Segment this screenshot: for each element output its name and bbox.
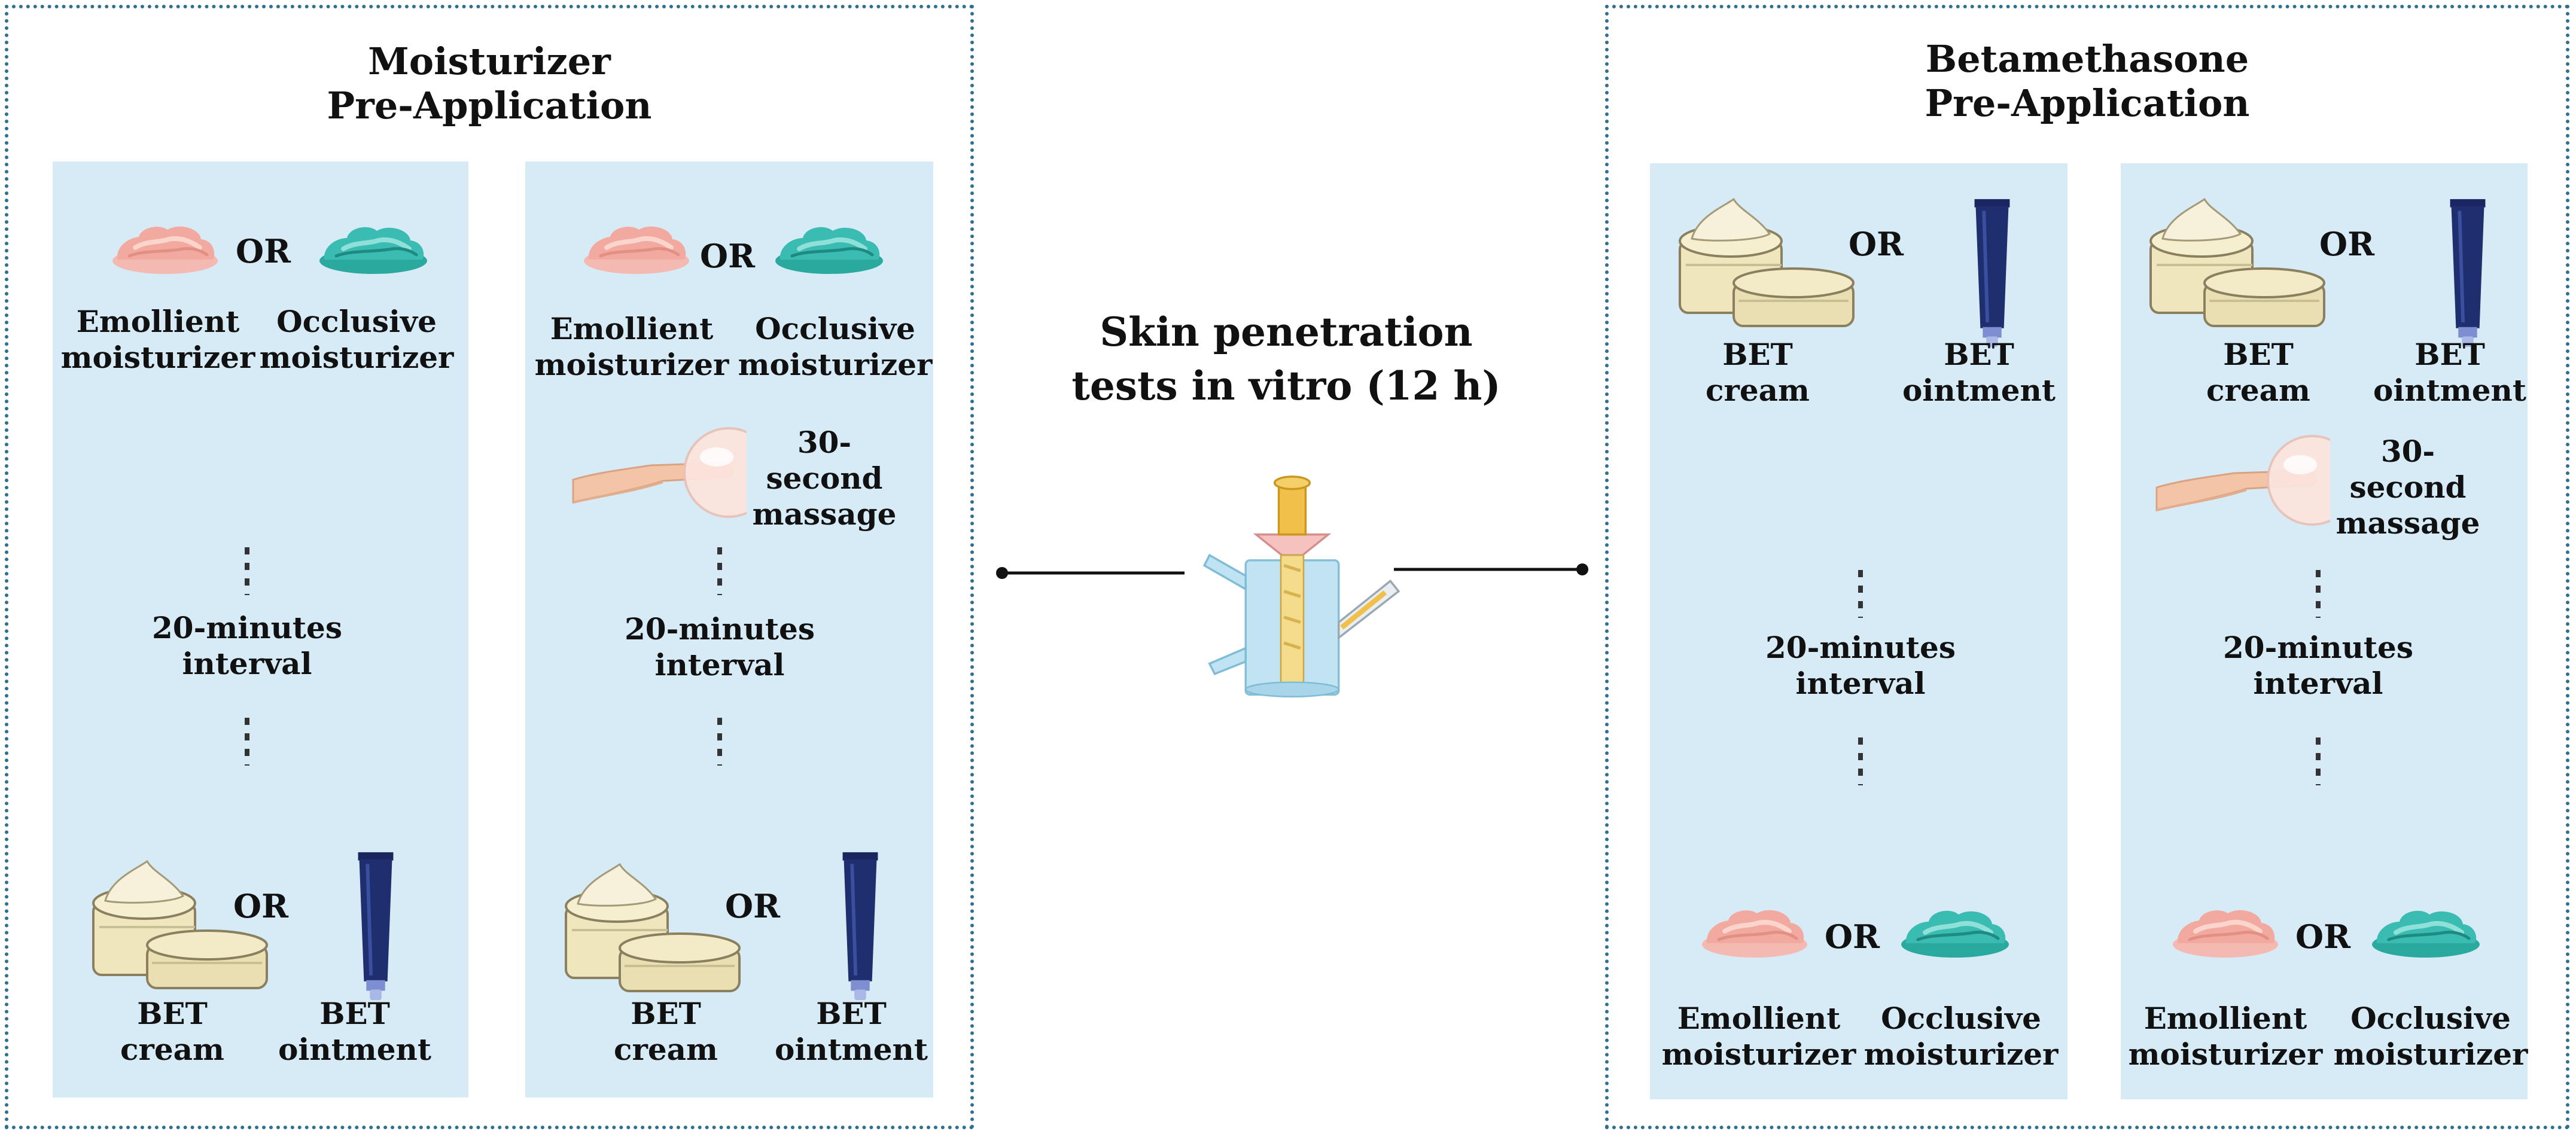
bet-ointment-label: BET ointment xyxy=(775,996,928,1067)
center-title: Skin penetration tests in vitro (12 h) xyxy=(1023,305,1549,413)
bet-cream-label: BET cream xyxy=(614,996,718,1067)
emollient-moisturizer-icon xyxy=(577,221,696,281)
betamethasone-pre-application-group: Betamethasone Pre-Application xyxy=(1605,5,2569,1129)
moisturizer-panel-with-massage: OR Emollient moisturizer Occlusive moist… xyxy=(525,161,933,1098)
dotted-separator xyxy=(245,718,249,766)
dotted-separator xyxy=(717,718,722,766)
bet-ointment-label: BET ointment xyxy=(278,996,431,1067)
or-label: OR xyxy=(2319,225,2374,263)
interval-label: 20-minutes interval xyxy=(2223,630,2413,701)
bet-ointment-tube-icon xyxy=(830,849,890,1005)
dotted-separator xyxy=(1858,570,1863,618)
bet-cream-label: BET cream xyxy=(2206,337,2310,408)
occlusive-moisturizer-label: Occlusive moisturizer xyxy=(2333,1001,2528,1072)
dotted-separator xyxy=(1858,737,1863,785)
or-label: OR xyxy=(2295,918,2350,956)
emollient-moisturizer-label: Emollient moisturizer xyxy=(60,304,255,375)
group-title-line1: Betamethasone xyxy=(1925,37,2249,81)
bet-ointment-label: BET ointment xyxy=(2373,337,2526,408)
group-title-line2: Pre-Application xyxy=(327,84,652,127)
or-label: OR xyxy=(233,887,288,925)
emollient-moisturizer-icon xyxy=(2166,905,2285,965)
moisturizer-pre-application-group: Moisturizer Pre-Application xyxy=(5,5,974,1129)
group-title: Betamethasone Pre-Application xyxy=(1609,37,2566,126)
emollient-moisturizer-label: Emollient moisturizer xyxy=(1661,1001,1856,1072)
finger-massage-icon xyxy=(2155,435,2330,526)
franz-diffusion-cell-icon xyxy=(1173,473,1412,700)
bet-ointment-tube-icon xyxy=(346,849,406,1005)
bet-cream-label: BET cream xyxy=(1706,337,1810,408)
dotted-separator xyxy=(245,547,249,595)
occlusive-moisturizer-icon xyxy=(1895,905,2015,965)
emollient-moisturizer-label: Emollient moisturizer xyxy=(534,311,729,382)
bet-ointment-tube-icon xyxy=(2438,196,2498,352)
center-title-text: Skin penetration tests in vitro (12 h) xyxy=(1071,309,1501,409)
emollient-moisturizer-icon xyxy=(1695,905,1814,965)
finger-massage-icon xyxy=(572,427,747,518)
group-title-line1: Moisturizer xyxy=(368,39,611,83)
occlusive-moisturizer-icon xyxy=(769,221,889,281)
massage-label: 30-second massage xyxy=(2336,434,2480,541)
bet-ointment-label: BET ointment xyxy=(1902,337,2056,408)
bet-cream-label: BET cream xyxy=(120,996,224,1067)
occlusive-moisturizer-label: Occlusive moisturizer xyxy=(738,311,933,382)
interval-label: 20-minutes interval xyxy=(1765,630,1956,701)
bet-cream-jar-icon xyxy=(2149,198,2325,327)
or-label: OR xyxy=(1825,918,1880,956)
betamethasone-panel-no-massage: OR BET cream BET ointment 20-minutes int… xyxy=(1650,163,2068,1099)
emollient-moisturizer-icon xyxy=(105,221,225,281)
right-connector-dot xyxy=(1576,563,1588,575)
group-title: Moisturizer Pre-Application xyxy=(8,39,970,128)
emollient-moisturizer-label: Emollient moisturizer xyxy=(2128,1001,2323,1072)
or-label: OR xyxy=(700,237,755,275)
occlusive-moisturizer-icon xyxy=(313,221,433,281)
massage-label: 30-second massage xyxy=(752,425,897,532)
dotted-separator xyxy=(717,547,722,595)
occlusive-moisturizer-label: Occlusive moisturizer xyxy=(259,304,454,375)
bet-cream-jar-icon xyxy=(1679,198,1855,327)
occlusive-moisturizer-label: Occlusive moisturizer xyxy=(1864,1001,2059,1072)
group-title-line2: Pre-Application xyxy=(1925,81,2250,125)
moisturizer-panel-no-massage: OR Emollient moisturizer Occlusive moist… xyxy=(53,161,468,1098)
bet-cream-jar-icon xyxy=(565,863,741,992)
betamethasone-panel-with-massage: OR BET cream BET ointment 30-second mass… xyxy=(2121,163,2528,1099)
or-label: OR xyxy=(236,232,291,270)
occlusive-moisturizer-icon xyxy=(2366,905,2486,965)
interval-label: 20-minutes interval xyxy=(152,610,342,681)
dotted-separator xyxy=(2316,737,2321,785)
left-connector-dot xyxy=(996,567,1008,579)
bet-ointment-tube-icon xyxy=(1962,196,2022,352)
interval-label: 20-minutes interval xyxy=(625,611,815,682)
or-label: OR xyxy=(725,887,780,925)
or-label: OR xyxy=(1849,225,1904,263)
dotted-separator xyxy=(2316,570,2321,618)
